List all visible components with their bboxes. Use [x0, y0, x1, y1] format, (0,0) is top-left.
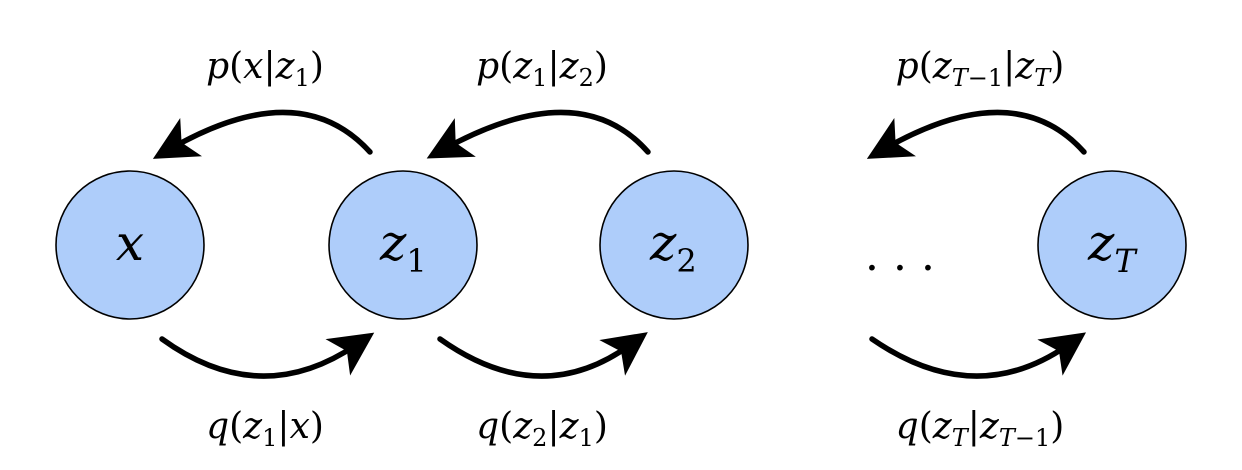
node-zT-sub: T	[1114, 242, 1138, 280]
node-x-label: x	[116, 214, 144, 272]
svg-text:zT: zT	[1087, 214, 1138, 280]
node-z2-circle	[599, 170, 749, 320]
arrow-p-zT1-zT	[866, 109, 1087, 159]
node-x: x	[55, 170, 205, 320]
node-z2: z2	[599, 170, 749, 320]
svg-text:z1: z1	[379, 214, 427, 280]
node-z1-label: z	[379, 214, 407, 272]
label-q-z2-z1: q(z2|z1)	[476, 406, 608, 452]
node-z2-label: z	[649, 214, 677, 272]
node-zT: zT	[1037, 170, 1187, 320]
arrow-p-x-z1	[152, 109, 373, 159]
arrow-q-zT-zT1	[869, 332, 1087, 379]
arrow-q-z2-z1	[437, 332, 648, 379]
arrow-q-z1-x	[159, 332, 375, 379]
label-q-zT-zT1: q(zT|zT−1)	[896, 406, 1065, 452]
label-q-z1-x: q(z1|x)	[206, 406, 324, 452]
node-z1: z1	[328, 170, 478, 320]
node-z2-sub: 2	[676, 242, 696, 280]
label-p-zT1-zT: p(zT−1|zT)	[896, 46, 1065, 92]
label-p-x-z1: p(x|z1)	[206, 46, 324, 92]
node-x-circle	[55, 170, 205, 320]
node-z1-circle	[328, 170, 478, 320]
ellipsis: · · ·	[865, 243, 935, 294]
forward-edges	[159, 332, 1087, 379]
backward-edges	[152, 109, 1087, 159]
svg-text:z2: z2	[649, 214, 697, 280]
node-zT-label: z	[1087, 214, 1115, 272]
node-zT-circle	[1037, 170, 1187, 320]
label-p-z1-z2: p(z1|z2)	[476, 46, 608, 92]
node-z1-sub: 1	[406, 242, 426, 280]
arrow-p-z1-z2	[426, 109, 651, 159]
